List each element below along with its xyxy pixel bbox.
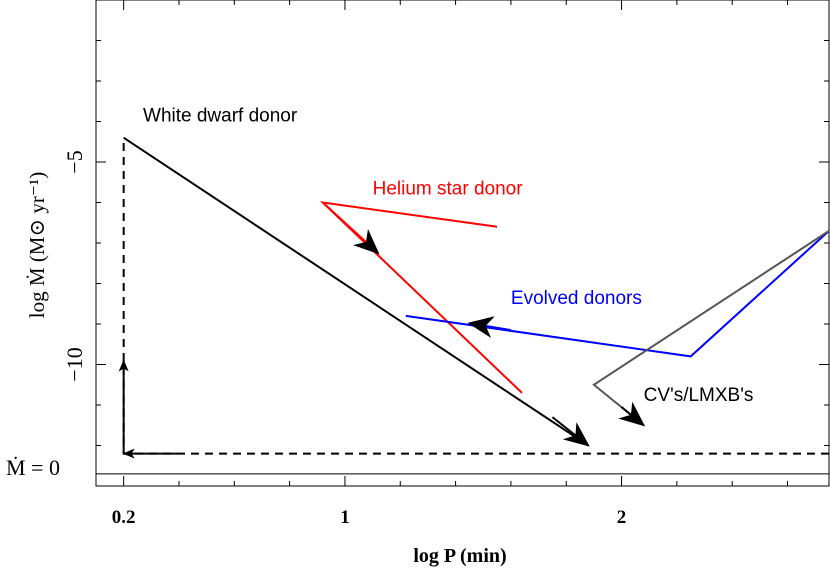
x-tick-label: 0.2 (112, 507, 136, 528)
axis-ticks (96, 0, 829, 486)
plot-frame (95, 0, 830, 487)
y-axis-label: log Ṁ (M⊙ yr⁻¹) (25, 172, 49, 318)
cv-lmxb-arrowhead (618, 401, 646, 427)
annotation-white-dwarf-donor: White dwarf donor (143, 106, 298, 127)
arrow-layer (118, 201, 646, 459)
x-tick-label: 1 (340, 507, 350, 528)
y-tick-label: −10 (62, 347, 87, 381)
y-zero-label: Ṁ = 0 (6, 455, 60, 480)
x-axis-label: log P (min) (413, 545, 506, 567)
y-tick-label: −5 (62, 150, 87, 173)
annotation-helium-star-donor: Helium star donor (373, 178, 524, 199)
helium-arrowhead (322, 201, 380, 255)
evolved-arrowhead (467, 316, 512, 338)
annotation-evolved-donors: Evolved donors (511, 288, 642, 309)
series-line-white-dwarf-donor (123, 136, 589, 447)
x-tick-label: 2 (617, 507, 627, 528)
white-dwarf-arrowhead (551, 416, 590, 447)
annotation-cv-s-lmxb-s: CV's/LMXB's (644, 385, 754, 406)
